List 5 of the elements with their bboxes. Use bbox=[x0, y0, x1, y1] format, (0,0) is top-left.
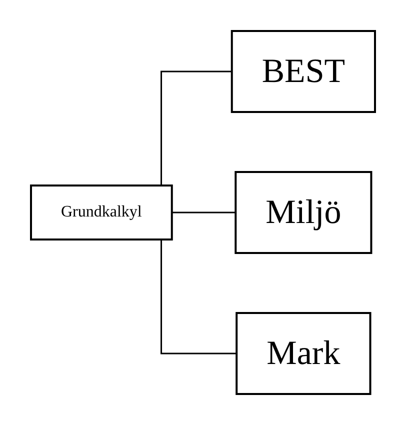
node-box: BEST bbox=[230, 30, 376, 113]
node-box: Grundkalkyl bbox=[30, 184, 172, 240]
connector bbox=[171, 212, 236, 214]
node-box: Miljö bbox=[234, 171, 372, 254]
node-box: Mark bbox=[235, 312, 371, 395]
